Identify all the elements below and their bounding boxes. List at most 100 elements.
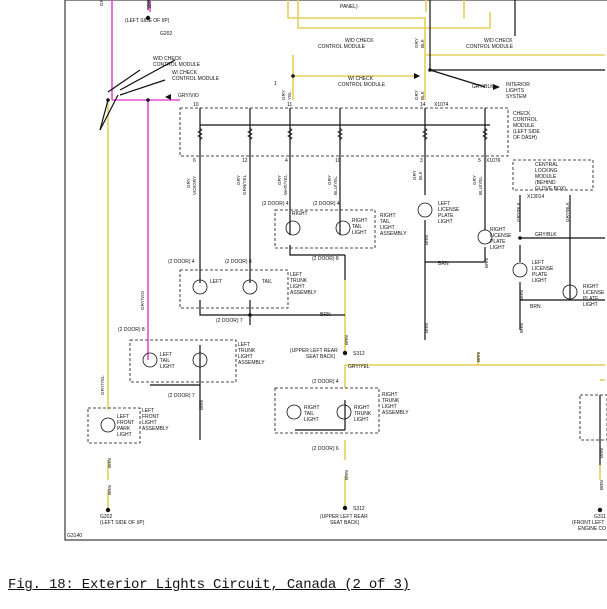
svg-text:LICENSE: LICENSE xyxy=(583,290,605,296)
svg-text:GRY: GRY xyxy=(412,170,417,180)
svg-text:PLATE: PLATE xyxy=(490,239,506,245)
svg-text:LIGHT: LIGHT xyxy=(382,404,397,410)
svg-text:CONTROL: CONTROL xyxy=(513,117,538,123)
svg-text:ASSEMBLY: ASSEMBLY xyxy=(382,410,409,416)
central-locking-module xyxy=(512,159,594,191)
svg-text:WHT/YEL: WHT/YEL xyxy=(283,174,288,195)
black-wires xyxy=(99,0,605,465)
check-control-module xyxy=(179,107,509,157)
labels: (LEFT SIDE OF I/P) G202 PANEL) W/D CHECK… xyxy=(67,4,606,539)
svg-text:6: 6 xyxy=(193,158,196,164)
svg-text:FRONT: FRONT xyxy=(142,414,159,420)
svg-text:S312: S312 xyxy=(353,506,365,512)
svg-text:LEFT: LEFT xyxy=(532,260,544,266)
svg-text:CONTROL MODULE: CONTROL MODULE xyxy=(466,44,514,50)
svg-text:CONTROL MODULE: CONTROL MODULE xyxy=(338,82,386,88)
svg-text:LEFT: LEFT xyxy=(238,342,250,348)
svg-text:LIGHT: LIGHT xyxy=(490,245,505,251)
svg-text:GRY/BLK: GRY/BLK xyxy=(565,201,570,222)
svg-text:CONTROL MODULE: CONTROL MODULE xyxy=(172,76,220,82)
svg-text:W/D CHECK: W/D CHECK xyxy=(345,38,374,44)
module-resistors xyxy=(197,127,488,141)
svg-text:X1076: X1076 xyxy=(486,158,501,164)
svg-text:RIGHT: RIGHT xyxy=(352,218,368,224)
svg-text:LICENSE: LICENSE xyxy=(490,233,512,239)
svg-text:BRN: BRN xyxy=(519,323,524,333)
svg-text:(UPPER LEFT REAR: (UPPER LEFT REAR xyxy=(320,514,368,520)
svg-text:W/ CHECK: W/ CHECK xyxy=(172,70,198,76)
svg-text:BLU/YEL: BLU/YEL xyxy=(333,176,338,195)
svg-text:(2 DOOR) 8: (2 DOOR) 8 xyxy=(225,259,252,265)
svg-text:LIGHT: LIGHT xyxy=(354,417,369,423)
svg-text:W/D CHECK: W/D CHECK xyxy=(153,56,182,62)
svg-text:X13014: X13014 xyxy=(527,194,544,200)
svg-text:OF DASH): OF DASH) xyxy=(513,135,537,141)
svg-text:S312: S312 xyxy=(353,351,365,357)
svg-text:RIGHT: RIGHT xyxy=(490,227,506,233)
svg-text:10: 10 xyxy=(335,158,341,164)
svg-text:LIGHT: LIGHT xyxy=(380,225,395,231)
splices xyxy=(105,15,603,513)
svg-text:BLK: BLK xyxy=(420,90,425,100)
svg-text:GRN/YEL: GRN/YEL xyxy=(242,174,247,195)
svg-text:ENGINE CO: ENGINE CO xyxy=(578,526,606,532)
lamp-assemblies xyxy=(87,209,607,444)
svg-text:TAIL: TAIL xyxy=(352,224,362,230)
svg-text:TAIL: TAIL xyxy=(262,279,272,285)
svg-text:BRN: BRN xyxy=(484,258,489,268)
svg-text:LIGHT: LIGHT xyxy=(142,420,157,426)
svg-text:TAIL: TAIL xyxy=(380,219,390,225)
svg-text:BRN: BRN xyxy=(530,304,541,310)
svg-text:G311: G311 xyxy=(594,514,606,520)
svg-text:W/D CHECK: W/D CHECK xyxy=(484,38,513,44)
svg-text:RIGHT: RIGHT xyxy=(304,405,320,411)
wiring-diagram: (LEFT SIDE OF I/P) G202 PANEL) W/D CHECK… xyxy=(64,0,607,541)
svg-text:BLK: BLK xyxy=(420,38,425,48)
svg-text:14: 14 xyxy=(420,102,426,108)
svg-text:GRY: GRY xyxy=(277,175,282,185)
svg-text:(2 DOOR) 6: (2 DOOR) 6 xyxy=(312,446,339,452)
svg-text:FRONT: FRONT xyxy=(117,420,134,426)
svg-text:(2 DOOR) 8: (2 DOOR) 8 xyxy=(118,327,145,333)
svg-text:BRN: BRN xyxy=(519,290,524,300)
svg-text:GRY/YEL: GRY/YEL xyxy=(348,364,370,370)
svg-text:LICENSE: LICENSE xyxy=(438,207,460,213)
svg-text:RIGHT: RIGHT xyxy=(354,405,370,411)
svg-text:(2 DOOR) 4: (2 DOOR) 4 xyxy=(168,259,195,265)
svg-text:BRN: BRN xyxy=(599,448,604,458)
svg-text:INTERIOR: INTERIOR xyxy=(506,82,530,88)
diagram-frame xyxy=(64,0,607,541)
svg-text:(LEFT SIDE: (LEFT SIDE xyxy=(513,129,541,135)
svg-text:BRN: BRN xyxy=(147,0,152,8)
svg-text:LEFT: LEFT xyxy=(210,279,222,285)
svg-text:TRUNK: TRUNK xyxy=(382,398,400,404)
svg-text:3: 3 xyxy=(420,158,423,164)
svg-text:LEFT: LEFT xyxy=(438,201,450,207)
svg-text:GRY/BLK: GRY/BLK xyxy=(516,201,521,222)
svg-text:CONTROL MODULE: CONTROL MODULE xyxy=(318,44,366,50)
svg-text:BRN: BRN xyxy=(107,458,112,468)
svg-text:CONTROL MODULE: CONTROL MODULE xyxy=(153,62,201,68)
svg-text:ASSEMBLY: ASSEMBLY xyxy=(380,231,407,237)
svg-text:GRY/BLK: GRY/BLK xyxy=(472,84,494,90)
svg-text:BRN: BRN xyxy=(476,352,481,362)
svg-text:(2 DOOR) 4: (2 DOOR) 4 xyxy=(312,379,339,385)
svg-text:LOCKING: LOCKING xyxy=(535,168,558,174)
svg-text:4: 4 xyxy=(285,158,288,164)
svg-text:CHECK: CHECK xyxy=(513,111,531,117)
svg-text:GRY/VIO: GRY/VIO xyxy=(99,0,104,6)
svg-text:RIGHT: RIGHT xyxy=(292,211,308,217)
svg-text:1: 1 xyxy=(274,81,277,87)
svg-text:BRN: BRN xyxy=(320,312,331,318)
svg-text:GRY: GRY xyxy=(414,38,419,48)
svg-text:BRN: BRN xyxy=(344,470,349,480)
svg-text:(FRONT LEFT: (FRONT LEFT xyxy=(572,520,604,526)
svg-text:12: 12 xyxy=(242,158,248,164)
svg-text:GRY: GRY xyxy=(414,90,419,100)
svg-text:CENTRAL: CENTRAL xyxy=(535,162,559,168)
svg-text:(2 DOOR) 7: (2 DOOR) 7 xyxy=(216,318,243,324)
svg-text:LIGHT: LIGHT xyxy=(532,278,547,284)
svg-text:11: 11 xyxy=(287,102,292,108)
figure-caption: Fig. 18: Exterior Lights Circuit, Canada… xyxy=(8,577,410,593)
svg-text:LIGHT: LIGHT xyxy=(238,354,253,360)
